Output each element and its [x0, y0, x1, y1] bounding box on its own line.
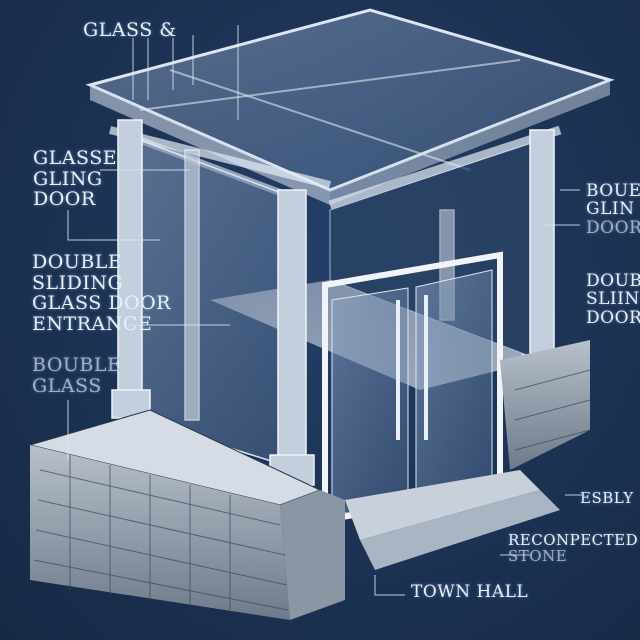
label-line: GLASSE	[33, 147, 118, 169]
label-line: DOUBLE	[32, 251, 123, 273]
label-line: SLIIN	[586, 289, 640, 310]
label-line: BOUBLE	[32, 354, 122, 376]
label-line: DOOR	[33, 188, 96, 211]
label-esbly: ESBLY	[580, 489, 634, 507]
label-line: ENTRANCE	[32, 312, 153, 335]
label-line: GLING	[33, 167, 103, 190]
label-line: DOOR	[586, 307, 640, 328]
label-glass-and: GLASS &	[83, 19, 177, 41]
label-line: SLIDING	[32, 271, 124, 294]
label-right-middle: DOUB SLIIN DOOR	[586, 272, 640, 327]
label-line: BOUE	[586, 181, 640, 201]
label-right-upper: BOUE GLIN DOOR	[586, 182, 640, 237]
glass-canopy	[85, 8, 615, 210]
label-line: GLASS DOOR	[32, 292, 171, 315]
label-line: STONE	[508, 547, 568, 566]
label-double-sliding-entrance: DOUBLE SLIDING GLASS DOOR ENTRANCE	[32, 252, 171, 334]
label-town-hall: TOWN HALL	[411, 582, 529, 602]
label-line: DOOR	[586, 217, 640, 238]
label-double-glass: BOUBLE GLASS	[32, 355, 121, 396]
label-line: DOUB	[586, 271, 640, 291]
stone-plinth	[28, 340, 591, 620]
label-glass-sliding-door: GLASSE GLING DOOR	[33, 148, 117, 210]
label-line: GLASS	[32, 374, 102, 397]
label-line: GLIN	[586, 199, 635, 220]
label-reconnected-stone: RECONPECTED STONE	[508, 531, 639, 566]
label-line: RECONPECTED	[508, 531, 639, 549]
leader-lines	[67, 25, 582, 596]
